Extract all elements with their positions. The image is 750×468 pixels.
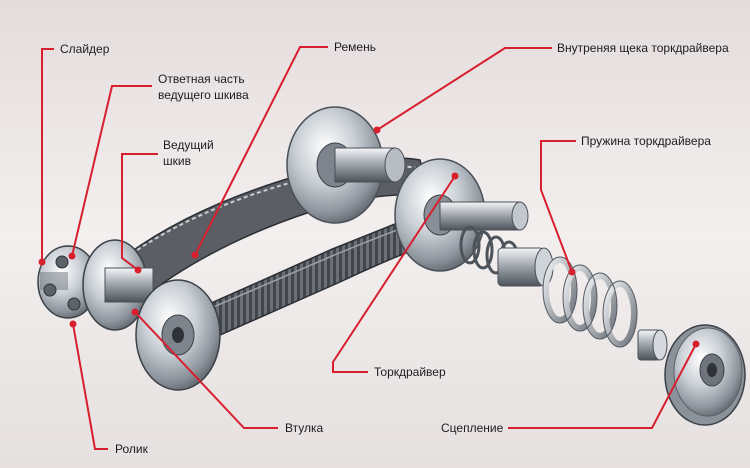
label-slider: Слайдер [60,42,110,56]
label-clutch: Сцепление [441,421,504,435]
label-drive-line1: Ведущий [163,138,214,152]
label-belt: Ремень [334,40,376,54]
clutch-graphic [664,324,746,426]
label-roller: Ролик [115,442,148,456]
label-mate-line1: Ответная часть [158,72,245,86]
leader-mate [71,85,152,257]
leader-inner-cheek [376,47,552,131]
leader-lines [41,46,697,450]
leader-bushing [134,311,278,429]
label-bushing: Втулка [285,421,324,435]
inner-cheek-graphic [286,106,406,224]
label-mate-line2: ведущего шкива [158,88,249,102]
label-drive-line2: шкив [163,154,191,168]
collar-graphic [637,329,668,361]
leader-roller [72,323,108,450]
leader-drive [121,153,158,271]
label-spring: Пружина торкдрайвера [581,134,711,148]
leader-belt [194,46,328,256]
leader-spring [540,140,576,273]
leader-torque-driver [332,175,456,373]
leader-slider [41,48,54,262]
label-inner-cheek: Внутреняя щека торкдрайвера [557,41,729,55]
label-torque-driver: Торкдрайвер [374,365,446,379]
drive-pulley-graphic [37,239,221,391]
leader-dots [38,126,700,348]
torque-spring-graphic [543,257,637,347]
leader-clutch [508,343,697,429]
